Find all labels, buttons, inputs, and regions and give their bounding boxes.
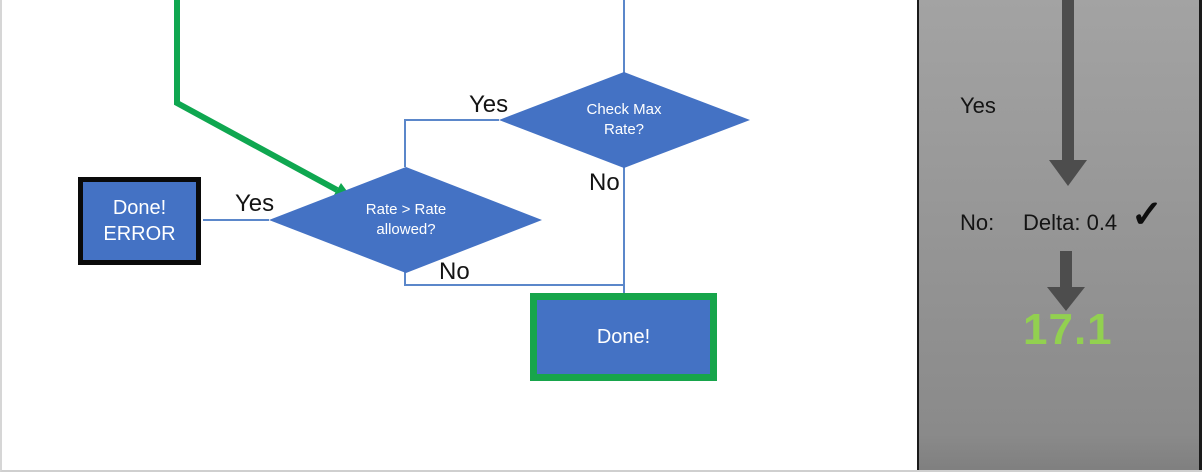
done-error-box[interactable]: Done! ERROR: [78, 177, 201, 265]
panel-no-label: No:: [960, 210, 995, 235]
rate-allowed-diamond[interactable]: [269, 167, 542, 273]
panel-yes-label: Yes: [960, 93, 996, 118]
panel-delta-value: Delta: 0.4: [1023, 210, 1118, 235]
down-arrow-shaft-bottom: [1060, 251, 1072, 287]
panel-result-value: 17.1: [1023, 305, 1113, 354]
label-yes-checkmax-branch: Yes: [469, 91, 509, 118]
check-max-line1: Check Max: [586, 100, 662, 118]
rate-allowed-diamond-text: Rate > Rate allowed?: [326, 197, 486, 243]
down-arrow-icon-top: [1049, 160, 1087, 186]
rate-allowed-line1: Rate > Rate: [365, 200, 447, 218]
down-arrow-shaft-top: [1062, 0, 1074, 160]
side-panel: Yes No: Delta: 0.4 ✓ 17.1: [917, 0, 1202, 470]
green-flow-arrow-line: [174, 0, 339, 193]
checkmark-icon: ✓: [1131, 194, 1163, 236]
check-max-rate-diamond-text: Check Max Rate?: [544, 97, 704, 143]
done-box[interactable]: Done!: [530, 293, 717, 381]
check-max-line2: Rate?: [603, 121, 645, 138]
down-arrow-icon-bottom: [1047, 287, 1085, 311]
connector-checkmax-yes-to-rate: [404, 119, 499, 167]
connector-rate-no-to-done: [404, 272, 623, 286]
check-max-rate-diamond[interactable]: [499, 72, 750, 168]
label-yes-rate-branch: Yes: [235, 190, 275, 217]
done-error-line2: ERROR: [103, 223, 176, 245]
label-no-rate-branch: No: [439, 258, 470, 285]
label-no-checkmax-branch: No: [589, 169, 620, 196]
rate-allowed-line2: allowed?: [376, 221, 436, 238]
done-box-label: Done!: [596, 326, 651, 348]
done-error-line1: Done!: [112, 197, 167, 219]
